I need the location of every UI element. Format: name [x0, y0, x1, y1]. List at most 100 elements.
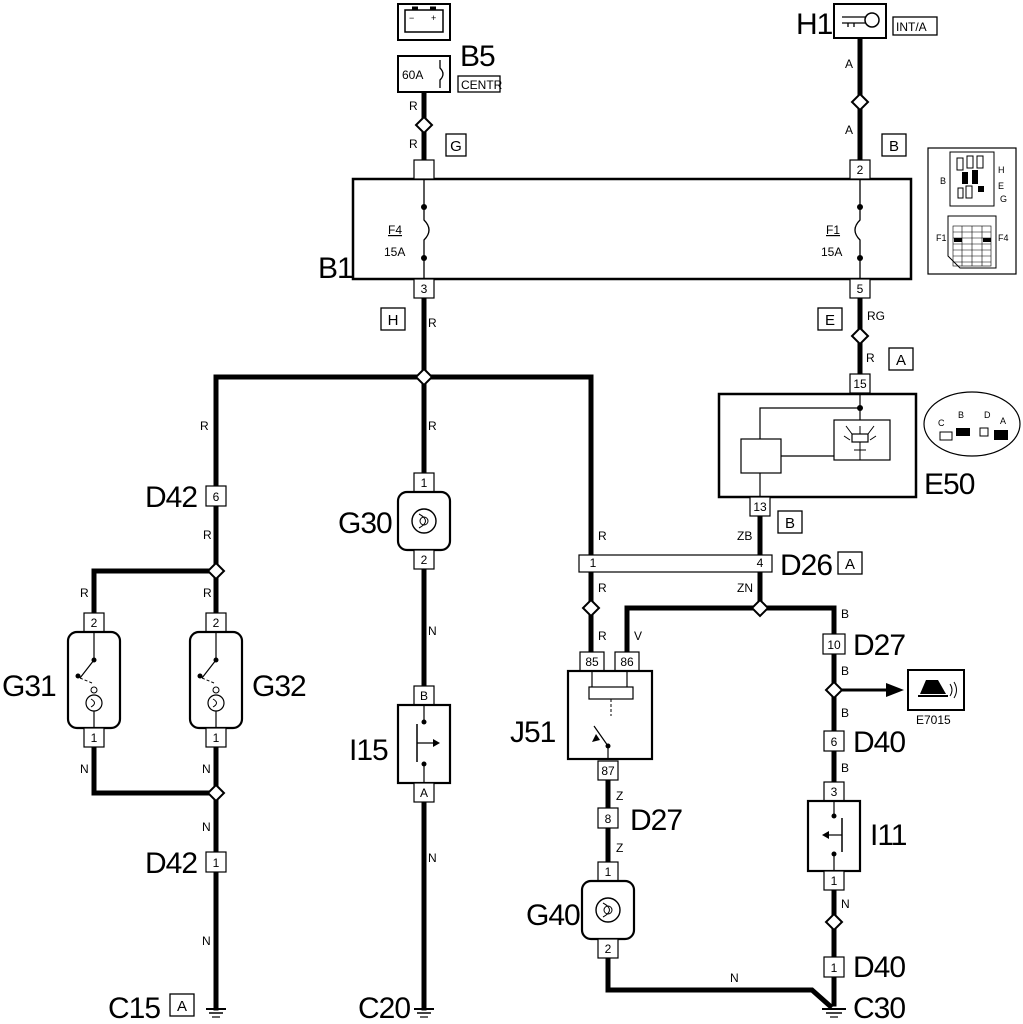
- inset-b1-f1: F1: [936, 233, 947, 243]
- wire-color-d26-r2: R: [598, 581, 607, 595]
- code-e: E: [825, 312, 835, 329]
- e50-pin-15-label: 15: [853, 377, 867, 391]
- d40-pin-1: [823, 956, 845, 978]
- wire-color-i15-n: N: [428, 851, 437, 865]
- wire-color-g30-n: N: [428, 624, 437, 638]
- wire-color-j51-r: R: [598, 629, 607, 643]
- g31-pin-1: 1: [91, 731, 98, 745]
- ignition-switch: [833, 3, 887, 39]
- b5-fuse-box: [397, 55, 451, 93]
- splice-i11-n: [824, 912, 844, 932]
- left-branch: R 6 D42 R R R 2 1 G31 2: [2, 419, 307, 1024]
- splice-zn: [750, 598, 770, 618]
- g30-pin-1: 1: [421, 476, 428, 490]
- wire-color-b3: B: [841, 706, 849, 720]
- splice-rg: [850, 326, 870, 346]
- wire-color-e50-r: R: [866, 351, 875, 365]
- d27-pin-8: [597, 807, 619, 829]
- wire-color-e50-zb: ZB: [737, 529, 752, 543]
- c15-label: C15: [108, 992, 160, 1024]
- component-b1: 2 3 5 F4 15A F1 15A B1 H R E RG R A: [318, 159, 914, 371]
- d42-pin-1: [205, 851, 227, 873]
- splice-distribution: [414, 367, 434, 387]
- b1-location-inset: B H E G F1 F4: [927, 147, 1017, 275]
- splice-h1: [850, 92, 870, 112]
- wire-color-mid-r: R: [428, 419, 437, 433]
- g30-label: G30: [338, 507, 392, 540]
- e50-pin-13-label: 13: [753, 500, 767, 514]
- c20-label: C20: [358, 992, 410, 1024]
- wire-distribution-bus: [213, 374, 594, 558]
- d26-pin-1: 1: [590, 556, 597, 570]
- d42-bottom-label: D42: [145, 847, 197, 880]
- inset-e50-d: D: [984, 410, 991, 420]
- i15-pin-a: A: [420, 786, 428, 800]
- wire-color-b5-r2: R: [409, 137, 418, 151]
- b1-label: B1: [318, 252, 353, 285]
- component-d26: 1 4 D26 A R R ZN: [578, 529, 863, 595]
- right-branch: B 10 D27 B E7015 B 6 D40 B 3 1 I11 N 1 D…: [806, 607, 965, 1024]
- wire-color-n-bottom: N: [730, 971, 739, 985]
- inset-e50-b: B: [958, 410, 964, 420]
- j51-pin-87: 87: [601, 764, 615, 778]
- inset-e50-c: C: [938, 418, 945, 428]
- d40-bottom-label: D40: [853, 951, 905, 984]
- d26-pin-4: 4: [757, 556, 764, 570]
- b1-pin-in-right-label: 2: [857, 163, 864, 177]
- i11-label: I11: [870, 819, 907, 852]
- g32-pin-2: 2: [213, 616, 220, 630]
- b1-fuse-f1: F1: [826, 223, 840, 237]
- d27-pin-8-label: 8: [605, 812, 612, 826]
- splice-g31-g32: [206, 561, 226, 581]
- i15-label: I15: [349, 734, 388, 767]
- g31-pin-2: 2: [91, 616, 98, 630]
- g40-pin-1: 1: [605, 865, 612, 879]
- b1-pin-out-right-label: 5: [857, 282, 864, 296]
- e50-location-inset: C B D A: [923, 391, 1021, 457]
- d27-pin-10: [822, 633, 846, 655]
- j51-relay: [566, 669, 654, 761]
- h1-tag: INT/A: [896, 20, 927, 34]
- g40-sensor: [580, 879, 636, 941]
- inset-b1-b: B: [940, 176, 946, 186]
- b5-fuse-rating: 60A: [402, 68, 423, 82]
- j51-label: J51: [510, 716, 556, 749]
- code-b-h1: B: [889, 138, 899, 155]
- i11-pin-3: 3: [831, 785, 838, 799]
- b5-label: B5: [460, 40, 495, 73]
- wire-color-b4: B: [841, 761, 849, 775]
- splice-b5: [414, 115, 434, 135]
- wire-color-b5-r1: R: [409, 99, 418, 113]
- wire-color-g32-n: N: [202, 762, 211, 776]
- wire-g31-return: [91, 744, 219, 796]
- d40-top-label: D40: [853, 726, 905, 759]
- g40-pin-2: 2: [605, 942, 612, 956]
- wire-color-b1: B: [841, 607, 849, 621]
- d27-bottom-label: D27: [630, 804, 682, 837]
- b1-fuse-f4-rating: 15A: [384, 245, 405, 259]
- inset-b1-h: H: [998, 165, 1005, 175]
- wire-color-h1-a2: A: [845, 123, 853, 137]
- j51-pin-85: 85: [585, 655, 599, 669]
- splice-j51-r: [581, 598, 601, 618]
- e50-label: E50: [924, 468, 975, 501]
- wire-color-g32-r: R: [203, 586, 212, 600]
- arrow-to-e7015: [886, 683, 904, 697]
- e50-module: [717, 392, 918, 499]
- wire-color-j51-v: V: [634, 629, 642, 643]
- relay-branch: R V 85 86 87 J51 Z 8 D27 Z 1 2 G40 N: [510, 629, 739, 985]
- g31-label: G31: [2, 670, 56, 703]
- wire-color-g31-n: N: [80, 762, 89, 776]
- d40-pin-6-label: 6: [831, 735, 838, 749]
- svg-text:−: −: [409, 13, 414, 23]
- d42-pin-6: [205, 485, 227, 507]
- svg-text:+: +: [431, 13, 436, 23]
- g30-pin-2: 2: [421, 553, 428, 567]
- d26-connector: [578, 554, 773, 573]
- code-g: G: [450, 138, 462, 155]
- inset-b1-e: E: [998, 181, 1004, 191]
- wire-color-d42-n2: N: [202, 934, 211, 948]
- b1-pin-out-left-label: 3: [421, 282, 428, 296]
- wire-color-d42-n1: N: [202, 820, 211, 834]
- wire-to-g31: [91, 568, 219, 618]
